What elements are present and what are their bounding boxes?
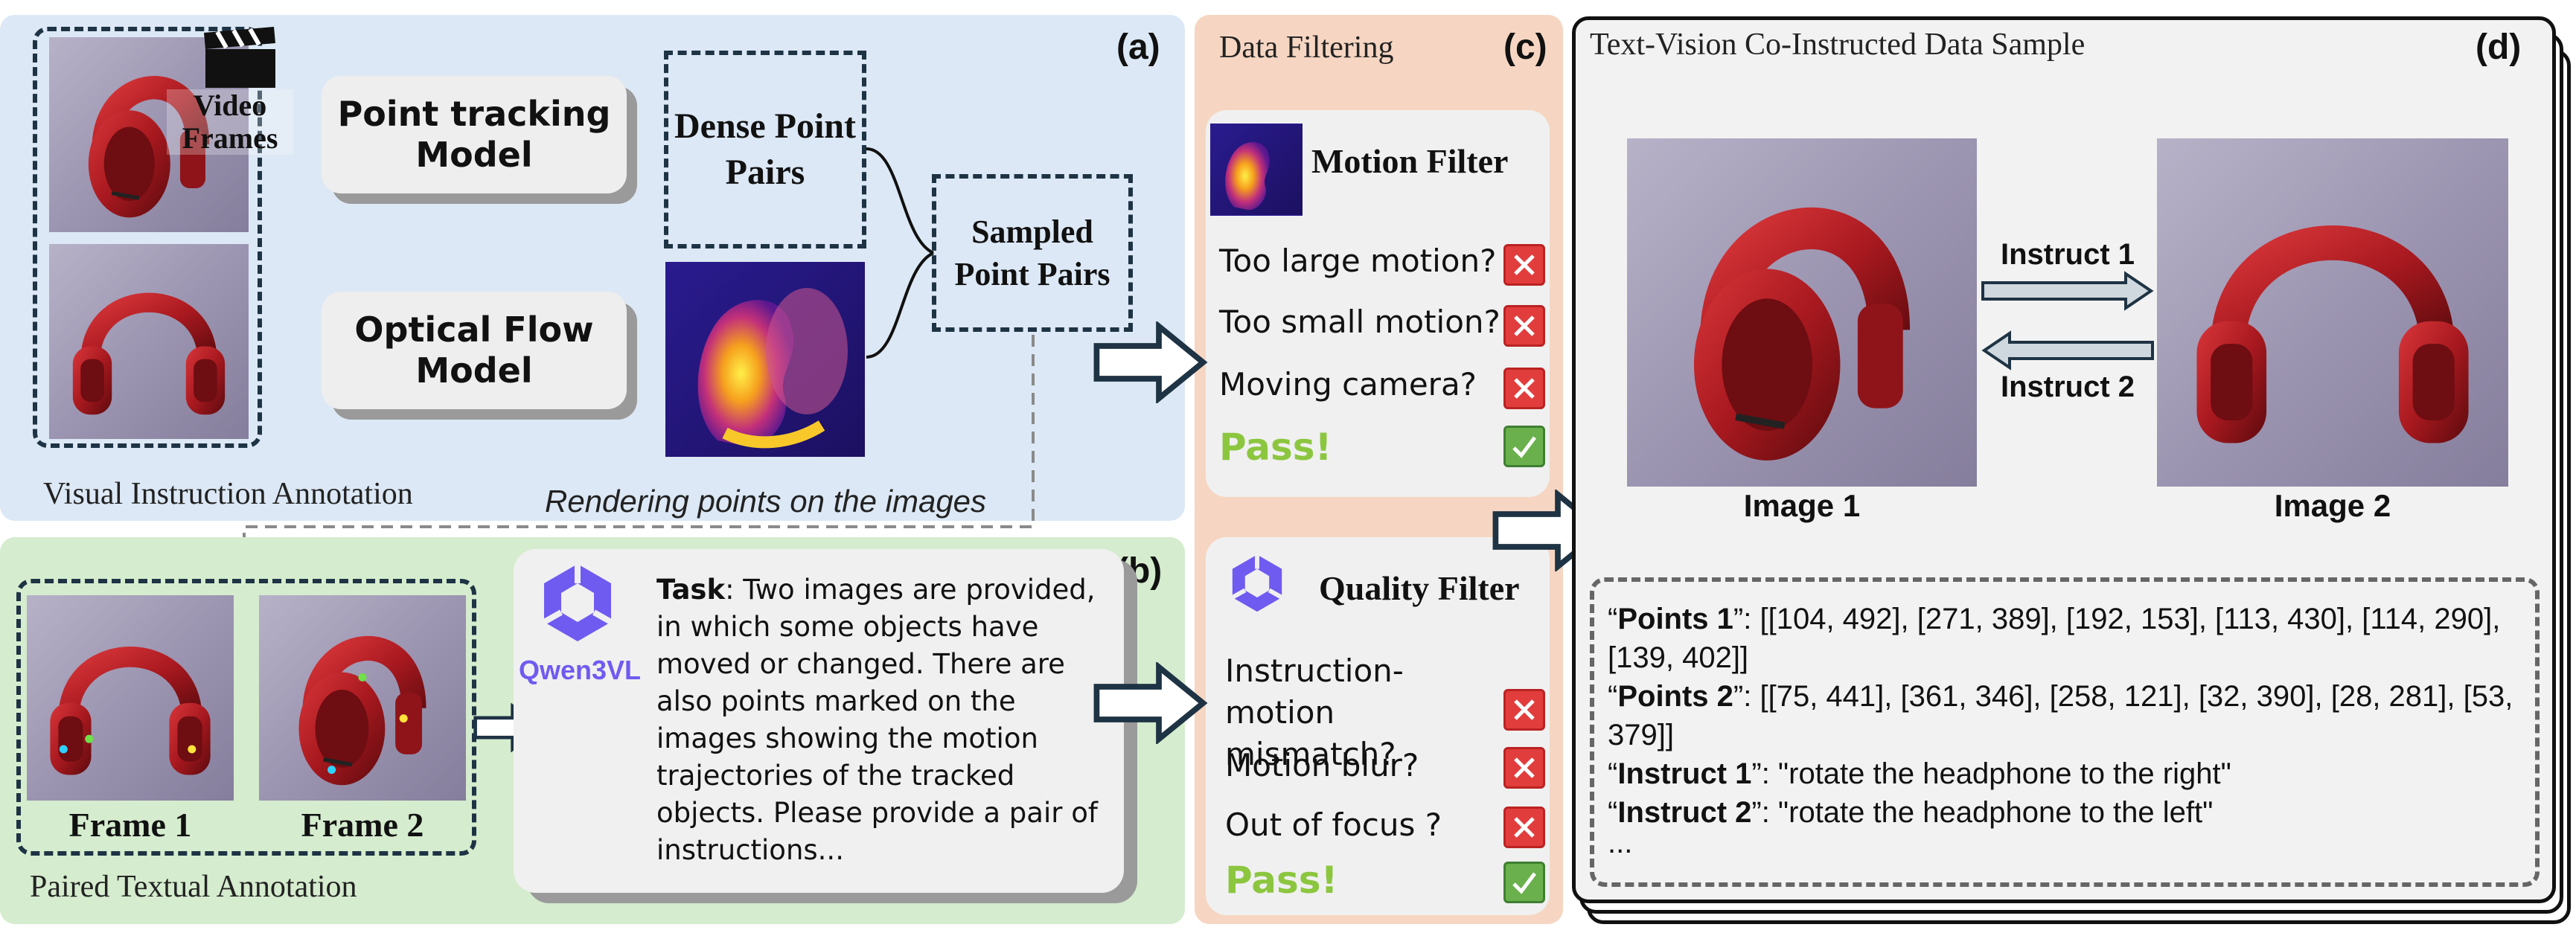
motion-pass-label: Pass! (1219, 426, 1332, 469)
task-card (514, 549, 1124, 893)
panel-c-tag: (c) (1503, 28, 1547, 67)
fail-x-icon (1503, 747, 1545, 789)
instruct-1-arrow-label: Instruct 1 (2000, 238, 2135, 271)
headphone-image (27, 595, 234, 801)
flow-arrow-icon (1091, 321, 1210, 403)
fail-x-icon (1503, 305, 1545, 347)
video-frames-group (33, 27, 262, 448)
task-body: : Two images are provided, in which some… (656, 574, 1098, 866)
flow-arrow-icon (1091, 662, 1210, 744)
ellipsis: ... (1608, 827, 1633, 859)
panel-d-title: Text-Vision Co-Instructed Data Sample (1590, 28, 2086, 62)
motion-item-3: Moving camera? (1219, 366, 1477, 403)
quality-item-2: Motion blur? (1225, 747, 1419, 783)
sample-text-box (1590, 577, 2540, 887)
point-tracking-model-box: Point tracking Model (322, 76, 627, 193)
frame-2-label: Frame 2 (301, 806, 424, 844)
panel-c-title: Data Filtering (1219, 31, 1394, 65)
frame-2-image (259, 595, 466, 801)
panel-d-tag: (d) (2476, 28, 2522, 67)
motion-filter-title: Motion Filter (1311, 142, 1509, 180)
optical-flow-map (665, 262, 865, 457)
pass-check-icon (1503, 426, 1545, 467)
qwen-logo-icon (1213, 548, 1301, 622)
image-2 (2157, 138, 2508, 487)
motion-item-2: Too small motion? (1219, 304, 1500, 340)
frame-1-image (27, 595, 234, 801)
quality-item-3: Out of focus ? (1225, 807, 1442, 843)
instruct-2-arrow-label: Instruct 2 (2000, 371, 2135, 403)
quality-filter-title: Quality Filter (1319, 569, 1520, 607)
task-label: Task (656, 574, 726, 606)
fail-x-icon (1503, 244, 1545, 286)
points-2-line: “Points 2”: [[75, 441], [361, 346], [258… (1608, 680, 2513, 751)
image-1-label: Image 1 (1743, 488, 1861, 523)
headphone-image (1627, 138, 1977, 487)
quality-pass-label: Pass! (1225, 859, 1338, 902)
task-text: Task: Two images are provided, in which … (656, 571, 1118, 869)
motion-item-1: Too large motion? (1219, 243, 1497, 279)
headphone-image (259, 595, 466, 801)
image-2-label: Image 2 (2274, 488, 2391, 523)
optical-flow-model-box: Optical Flow Model (322, 292, 627, 409)
sampled-point-pairs-box: Sampled Point Pairs (932, 174, 1133, 332)
fail-x-icon (1503, 689, 1545, 731)
rendering-caption: Rendering points on the images (545, 484, 987, 519)
motion-filter-thumb (1210, 124, 1303, 216)
right-arrow-icon (1981, 271, 2154, 311)
frame-1-label: Frame 1 (68, 806, 192, 844)
panel-b-title: Paired Textual Annotation (30, 870, 357, 904)
video-frame-2 (49, 244, 249, 439)
video-frames-label: Video Frames (167, 89, 293, 155)
points-1-line: “Points 1”: [[104, 492], [271, 389], [19… (1608, 603, 2501, 674)
headphone-image (49, 244, 249, 439)
sample-text: “Points 1”: [[104, 492], [271, 389], [19… (1608, 600, 2531, 859)
image-1 (1627, 138, 1977, 487)
headphone-image (2157, 138, 2508, 487)
clapperboard-icon (199, 25, 281, 89)
fail-x-icon (1503, 368, 1545, 409)
dense-point-pairs-box: Dense Point Pairs (664, 51, 866, 249)
panel-a-tag: (a) (1116, 28, 1160, 67)
instruct-1-line: “Instruct 1”: "rotate the headphone to t… (1608, 757, 2231, 790)
panel-a-title: Visual Instruction Annotation (43, 477, 413, 511)
qwen-model-name: Qwen3VL (518, 655, 642, 685)
pass-check-icon (1503, 862, 1545, 903)
left-arrow-icon (1981, 330, 2154, 371)
merge-connector (866, 147, 934, 359)
qwen-logo-icon (518, 557, 637, 653)
instruct-2-line: “Instruct 2”: "rotate the headphone to t… (1608, 796, 2214, 829)
quality-item-1: Instruction-motion mismatch? (1225, 653, 1404, 772)
fail-x-icon (1503, 807, 1545, 848)
